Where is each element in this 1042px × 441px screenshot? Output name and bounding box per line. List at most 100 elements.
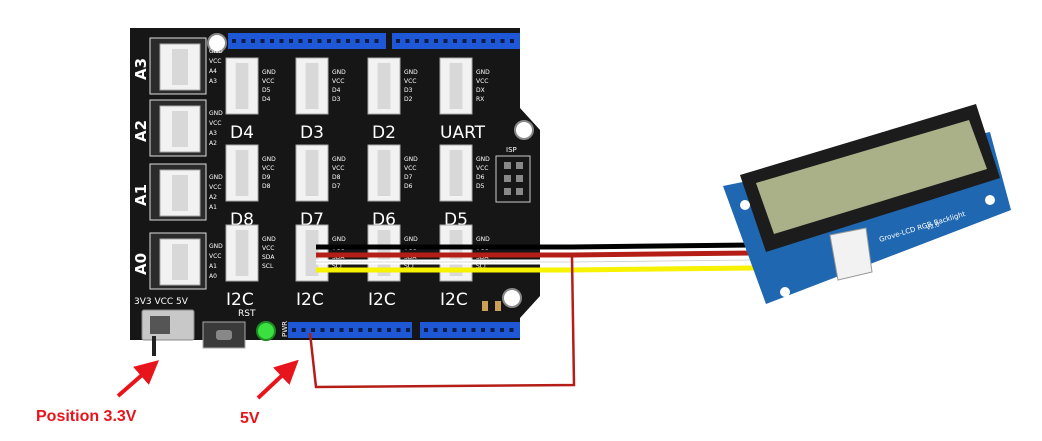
grove-port-label: I2C xyxy=(440,290,468,310)
pin-label: VCC xyxy=(404,165,416,172)
isp-pin xyxy=(516,162,523,169)
header-pin xyxy=(355,39,360,43)
pin-label: VCC xyxy=(262,245,274,252)
pin-label: VCC xyxy=(476,165,488,172)
header-pin xyxy=(509,328,514,332)
header-pin xyxy=(289,39,293,43)
pin-label: D9 xyxy=(262,174,271,181)
isp-pin xyxy=(504,175,511,182)
header-pin xyxy=(405,39,410,43)
header-pin xyxy=(365,39,369,43)
grove-socket-slot xyxy=(172,175,188,211)
header-pin xyxy=(424,39,429,43)
pin-label: GND xyxy=(332,156,346,163)
pin-label: D7 xyxy=(404,174,413,181)
pin-label: GND xyxy=(209,110,223,117)
analog-port-label: A1 xyxy=(132,184,150,206)
pin-label: GND xyxy=(262,236,276,243)
lcd-connector xyxy=(829,227,873,281)
header-pin xyxy=(241,39,246,43)
header-pin xyxy=(462,328,466,332)
header-pin xyxy=(327,39,331,43)
pin-label: SCL xyxy=(404,263,416,270)
header-pin xyxy=(453,39,457,43)
wire-5v-jumper xyxy=(308,256,576,389)
reset-label: RST xyxy=(238,309,256,319)
header-pin xyxy=(481,39,486,43)
power-switch[interactable]: 3V3 VCC 5V xyxy=(134,297,195,356)
analog-port-label: A0 xyxy=(132,253,150,275)
header-pin xyxy=(443,328,447,332)
pin-label: D4 xyxy=(332,87,341,94)
grove-port-label: I2C xyxy=(368,290,396,310)
switch-note: Position 3.3V xyxy=(36,408,137,425)
grove-socket-slot xyxy=(449,63,463,109)
header-pin xyxy=(339,328,344,332)
pin-label: A3 xyxy=(209,130,217,137)
grove-socket-slot xyxy=(235,230,249,276)
power-note: 5V xyxy=(240,410,260,427)
reset-button[interactable]: RST xyxy=(202,309,256,349)
header-pin xyxy=(396,39,400,43)
lcd-version-label: V2.0 xyxy=(926,221,941,232)
bottom-header-analog xyxy=(420,322,520,338)
header-pin xyxy=(406,328,410,332)
grove-socket-slot xyxy=(172,111,188,147)
header-pin xyxy=(491,39,495,43)
pin-label: D5 xyxy=(476,183,485,190)
header-pin xyxy=(490,328,495,332)
grove-port-label: D2 xyxy=(372,123,396,143)
pin-label: GND xyxy=(262,156,276,163)
pin-label: GND xyxy=(404,156,418,163)
grove-socket-slot xyxy=(305,63,319,109)
isp-header: ISP xyxy=(495,146,531,203)
lcd-module: Grove-LCD RGB Backlight V2.0 xyxy=(723,104,1011,304)
mounting-hole xyxy=(740,200,750,210)
header-pin xyxy=(317,39,322,43)
header-pin xyxy=(433,328,438,332)
isp-pin xyxy=(516,175,523,182)
header-pin xyxy=(387,328,391,332)
grove-socket-slot xyxy=(235,150,249,196)
pin-label: A2 xyxy=(209,194,217,201)
header-pin xyxy=(336,39,341,43)
pin-label: GND xyxy=(476,69,490,76)
header-pin xyxy=(471,328,476,332)
pin-label: VCC xyxy=(209,253,221,260)
header-pin xyxy=(481,328,485,332)
grove-socket-slot xyxy=(377,150,391,196)
pin-label: GND xyxy=(404,236,418,243)
grove-socket-slot xyxy=(305,150,319,196)
pin-label: GND xyxy=(332,236,346,243)
header-pin xyxy=(292,328,296,332)
header-pin xyxy=(472,39,476,43)
mounting-hole xyxy=(502,288,522,308)
header-pin xyxy=(298,39,303,43)
pin-label: VCC xyxy=(209,58,221,65)
grove-socket-slot xyxy=(235,63,249,109)
pin-label: GND xyxy=(209,243,223,250)
pin-label: D6 xyxy=(404,183,413,190)
power-led: PWR xyxy=(256,321,289,341)
header-pin xyxy=(232,39,236,43)
smd-component xyxy=(482,301,488,311)
pin-label: D2 xyxy=(404,96,413,103)
header-pin xyxy=(368,328,372,332)
header-pin xyxy=(396,328,401,332)
grove-socket-slot xyxy=(172,244,188,280)
pin-label: VCC xyxy=(476,78,488,85)
pin-label: A1 xyxy=(209,204,217,211)
pin-label: VCC xyxy=(332,78,344,85)
pin-label: VCC xyxy=(262,78,274,85)
pin-label: DX xyxy=(476,87,485,94)
header-pin xyxy=(330,328,334,332)
mounting-hole xyxy=(985,195,995,205)
